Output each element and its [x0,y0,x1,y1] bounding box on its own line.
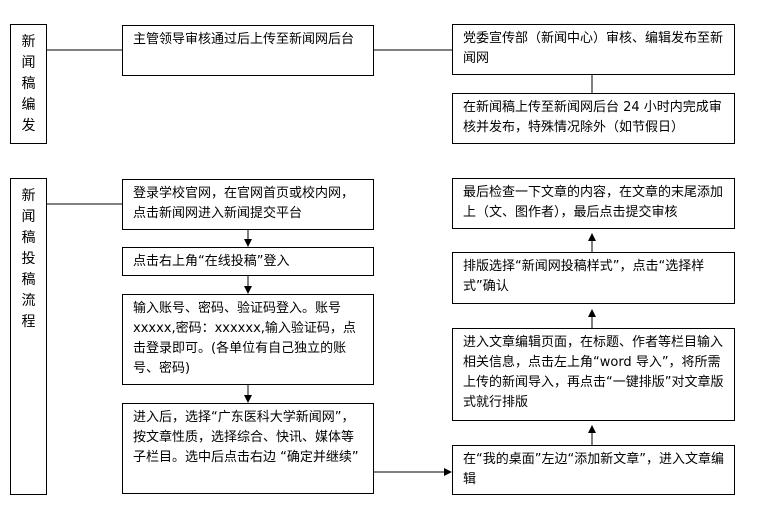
label-char: 稿 [21,230,36,246]
step-select-column: 进入后，选择“广东医科大学新闻网”，按文章性质，选择综合、快讯、媒体等子栏目。选… [122,403,374,494]
step-final-check: 最后检查一下文章的内容，在文章的末尾添加上（文、图作者），最后点击提交审核 [452,178,735,229]
label-char: 编 [21,97,36,113]
step-online-submit: 点击右上角“在线投稿”登入 [122,247,374,276]
label-char: 新 [21,34,36,50]
label-char: 闻 [21,209,36,225]
section-label-submit: 新 闻 稿 投 稿 流 程 [10,178,47,495]
step-24h-publish: 在新闻稿上传至新闻网后台 24 小时内完成审核并发布，特殊情况除外（如节假日） [452,93,735,144]
step-add-article: 在“我的桌面”左边“添加新文章”，进入文章编辑 [452,445,735,495]
step-propaganda-review: 党委宣传部（新闻中心）审核、编辑发布至新闻网 [452,24,735,75]
step-login-website: 登录学校官网，在官网首页或校内网，点击新闻网进入新闻提交平台 [122,179,374,230]
label-char: 流 [21,293,36,309]
step-edit-article: 进入文章编辑页面，在标题、作者等栏目输入相关信息，点击左上角“word 导入”，… [452,328,735,421]
label-char: 发 [21,118,36,134]
section-label-publish: 新 闻 稿 编 发 [10,24,47,144]
label-char: 稿 [21,272,36,288]
label-char: 新 [21,188,36,204]
step-leader-approval: 主管领导审核通过后上传至新闻网后台 [122,25,374,76]
label-char: 程 [21,314,36,330]
label-char: 闻 [21,55,36,71]
label-char: 投 [21,251,36,267]
label-char: 稿 [21,76,36,92]
step-choose-style: 排版选择“新闻网投稿样式”，点击“选择样式”确认 [452,252,735,304]
step-enter-credentials: 输入账号、密码、验证码登入。账号xxxxx,密码：xxxxxx,输入验证码，点击… [122,294,374,385]
